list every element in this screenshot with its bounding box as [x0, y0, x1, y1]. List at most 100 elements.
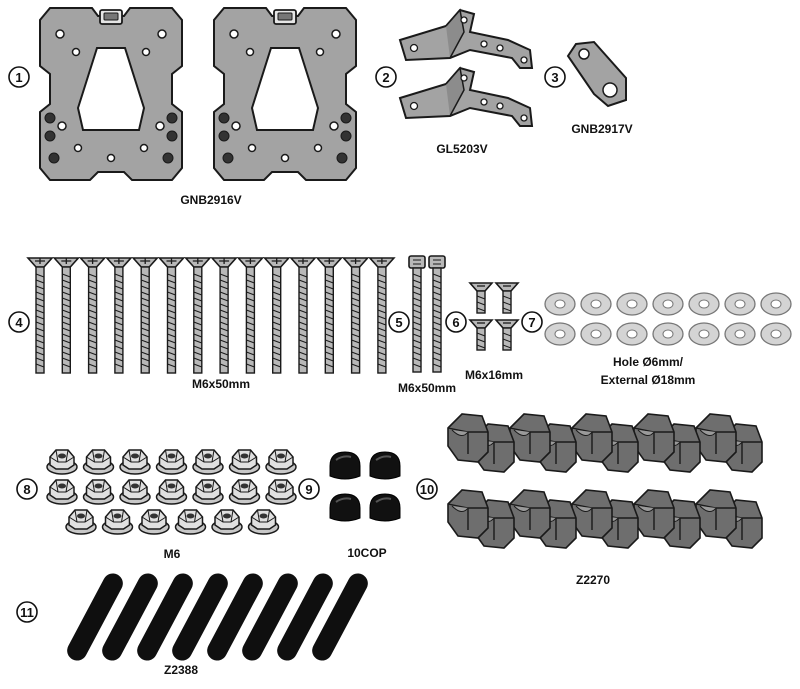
part-number: 4	[15, 315, 23, 330]
part-number-circle	[388, 311, 410, 333]
socket-head-bolt-icon	[428, 255, 446, 373]
part-number: 11	[20, 605, 34, 620]
flange-nut-icon	[101, 509, 134, 535]
washer-icon	[580, 322, 612, 346]
part-3-spacer-plate: 3 GNB2917V	[544, 41, 633, 136]
part-6-short-bolts: 6 M6x16mm	[445, 282, 523, 382]
flange-nut-icon	[228, 479, 261, 505]
flat-head-bolt-icon	[290, 257, 316, 374]
socket-head-bolt-icon	[408, 255, 426, 373]
flange-nut-icon	[192, 479, 224, 505]
washer-icon	[688, 322, 720, 346]
rubber-spacer-icon	[633, 489, 675, 539]
part-code: Z2270	[576, 573, 610, 587]
part-code: GL5203V	[436, 142, 487, 156]
part-code: GNB2917V	[571, 122, 632, 136]
part-code: M6x50mm	[192, 377, 250, 391]
flat-head-bolt-icon	[106, 257, 132, 374]
part-code: M6x16mm	[465, 368, 523, 382]
part-1-mounting-plate: 1 GNB2916V	[8, 7, 357, 207]
short-bolt-icon	[495, 282, 519, 314]
short-bolt-icon	[495, 319, 519, 351]
washer-icon	[760, 322, 792, 346]
rubber-spacer-icon	[695, 489, 737, 539]
rubber-spacer-icon	[509, 489, 551, 539]
bracket-icon	[399, 9, 533, 69]
flat-head-bolt-icon	[79, 257, 106, 374]
bolt-cap-icon	[369, 493, 401, 522]
part-number-circle	[544, 66, 566, 88]
part-9-bolt-caps: 9 10COP	[298, 451, 401, 560]
part-number: 9	[305, 482, 312, 497]
bolt-cap-icon	[369, 451, 401, 480]
part-code: Hole Ø6mm/	[613, 355, 684, 369]
flange-nut-icon	[82, 449, 115, 475]
flange-nut-icon	[247, 509, 280, 535]
rubber-spacer-icon	[509, 413, 551, 463]
part-11-adhesive-pads: 11 Z2388	[16, 569, 372, 677]
part-number: 8	[23, 482, 30, 497]
part-number-circle	[298, 478, 320, 500]
part-number-circle	[16, 601, 38, 623]
flat-head-bolt-icon	[316, 257, 343, 374]
part-code-detail: External Ø18mm	[601, 373, 696, 387]
rubber-spacer-icon	[633, 413, 675, 463]
washer-icon	[616, 322, 648, 346]
part-5-socket-head-bolts: 5 M6x50mm	[388, 255, 456, 395]
flange-nut-icon	[174, 509, 207, 535]
flange-nut-icon	[265, 479, 297, 505]
short-bolt-icon	[469, 282, 493, 314]
flange-nut-icon	[265, 449, 297, 475]
flange-nut-icon	[46, 479, 78, 505]
part-number-circle	[16, 478, 38, 500]
flange-nut-icon	[155, 449, 188, 475]
rubber-spacer-icon	[695, 413, 737, 463]
flat-head-bolt-icon	[185, 257, 211, 374]
flange-nut-icon	[119, 479, 151, 505]
part-code: GNB2916V	[180, 193, 241, 207]
mounting-plate-icon	[213, 7, 357, 181]
part-number-circle	[445, 311, 467, 333]
flat-head-bolt-icon	[369, 257, 395, 374]
part-number: 6	[452, 315, 459, 330]
part-10-rubber-spacers: 10 Z2270	[416, 413, 763, 587]
part-8-flange-nuts: 8 M6	[16, 449, 297, 561]
part-number: 1	[15, 70, 22, 85]
washer-icon	[580, 292, 612, 316]
washer-icon	[652, 322, 684, 346]
part-number: 3	[551, 70, 558, 85]
flat-head-bolt-icon	[237, 257, 264, 374]
flat-head-bolt-icon	[27, 257, 53, 374]
flange-nut-icon	[119, 449, 151, 475]
part-number: 10	[420, 482, 434, 497]
part-2-bracket: 2 GL5203V	[375, 9, 533, 156]
flat-head-bolt-icon	[342, 257, 369, 374]
part-4-flat-head-bolts: 4 M6x50mm	[8, 257, 395, 391]
part-number: 2	[382, 70, 389, 85]
flange-nut-icon	[138, 509, 170, 535]
part-number-circle	[521, 311, 543, 333]
part-code: 10COP	[347, 546, 386, 560]
flat-head-bolt-icon	[53, 257, 80, 374]
part-number-circle	[8, 66, 30, 88]
flange-nut-icon	[46, 449, 78, 475]
part-7-washers: 7 Hole Ø6mm/ External Ø18mm	[521, 292, 792, 387]
rubber-spacer-icon	[447, 413, 489, 463]
flat-head-bolt-icon	[132, 257, 158, 374]
spacer-plate-icon	[567, 41, 627, 107]
part-number: 5	[395, 315, 402, 330]
flange-nut-icon	[228, 449, 261, 475]
washer-icon	[724, 322, 756, 346]
flat-head-bolt-icon	[158, 257, 185, 374]
washer-icon	[724, 292, 756, 316]
flange-nut-icon	[65, 509, 97, 535]
mounting-plate-icon	[39, 7, 183, 181]
bolt-cap-icon	[329, 451, 361, 480]
part-code: M6	[164, 547, 181, 561]
washer-icon	[652, 292, 684, 316]
washer-icon	[544, 322, 576, 346]
flange-nut-icon	[82, 479, 115, 505]
part-number-circle	[375, 66, 397, 88]
flange-nut-icon	[155, 479, 188, 505]
